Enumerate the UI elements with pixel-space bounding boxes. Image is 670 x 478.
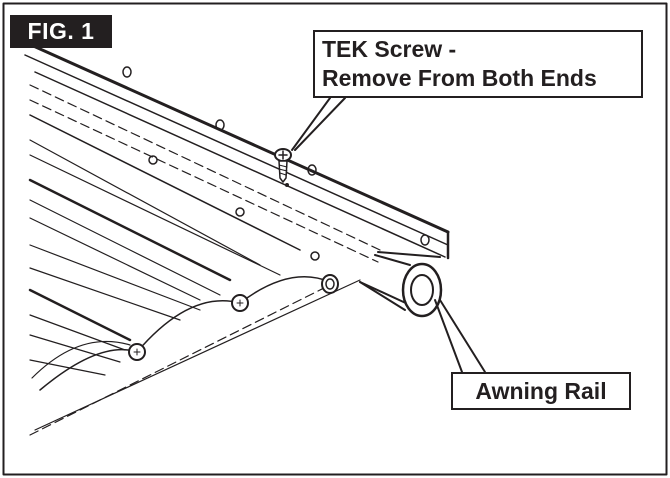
awning-panel-line (28, 288, 132, 342)
awning-panel-line (29, 217, 201, 301)
rail-hole (148, 155, 158, 165)
rail-hole (310, 251, 320, 261)
awning-panel-line (29, 199, 221, 296)
awning-panel-line (29, 267, 181, 321)
awning-rail-callout: Awning Rail (451, 372, 631, 410)
rail-hole (122, 66, 132, 78)
hidden-line (29, 84, 381, 251)
screw-callout-leader (294, 97, 346, 151)
spline-head (128, 343, 146, 361)
rail-top-inner-edge (24, 54, 449, 246)
rail-flange-edge (34, 71, 446, 258)
awning-panel-line (28, 178, 232, 282)
rail-top-edge (18, 38, 450, 234)
rail-hole (235, 207, 245, 217)
awning-panel-line (29, 114, 301, 251)
hidden-line (29, 284, 331, 436)
rail-hole (420, 234, 430, 246)
awning-bottom-edge (34, 279, 361, 431)
awning-panel-line (29, 359, 106, 376)
awning-fabric-arc (39, 348, 138, 391)
spline-head (231, 294, 249, 312)
screw-hole-marker (285, 183, 289, 187)
tek-screw-callout-line2: Remove From Both Ends (322, 65, 597, 91)
awning-fabric-arc (239, 276, 331, 304)
tek-screw-callout: TEK Screw - Remove From Both Ends (313, 30, 643, 98)
awning-panel-line (29, 154, 281, 276)
rail-callout-leader (439, 299, 486, 373)
tek-screw (274, 148, 292, 183)
awning-panel-line (29, 334, 121, 363)
figure-label: FIG. 1 (10, 15, 112, 48)
rail-tube-top (377, 251, 441, 258)
awning-panel-line (29, 244, 201, 311)
rail-hole (215, 119, 225, 131)
awning-panel-line (29, 139, 261, 266)
tek-screw-callout-line1: TEK Screw - (322, 36, 457, 62)
rail-tube-bottom (359, 281, 411, 306)
rail-hole (307, 164, 317, 176)
screw-callout-leader (291, 97, 331, 151)
rail-callout-leader (434, 299, 463, 373)
awning-fabric-arc (31, 340, 131, 379)
awning-panel-line (29, 314, 126, 351)
awning-fabric-arc (136, 300, 241, 353)
spline-head (321, 274, 339, 294)
hidden-line (29, 99, 379, 263)
rail-end-tube (359, 254, 443, 318)
